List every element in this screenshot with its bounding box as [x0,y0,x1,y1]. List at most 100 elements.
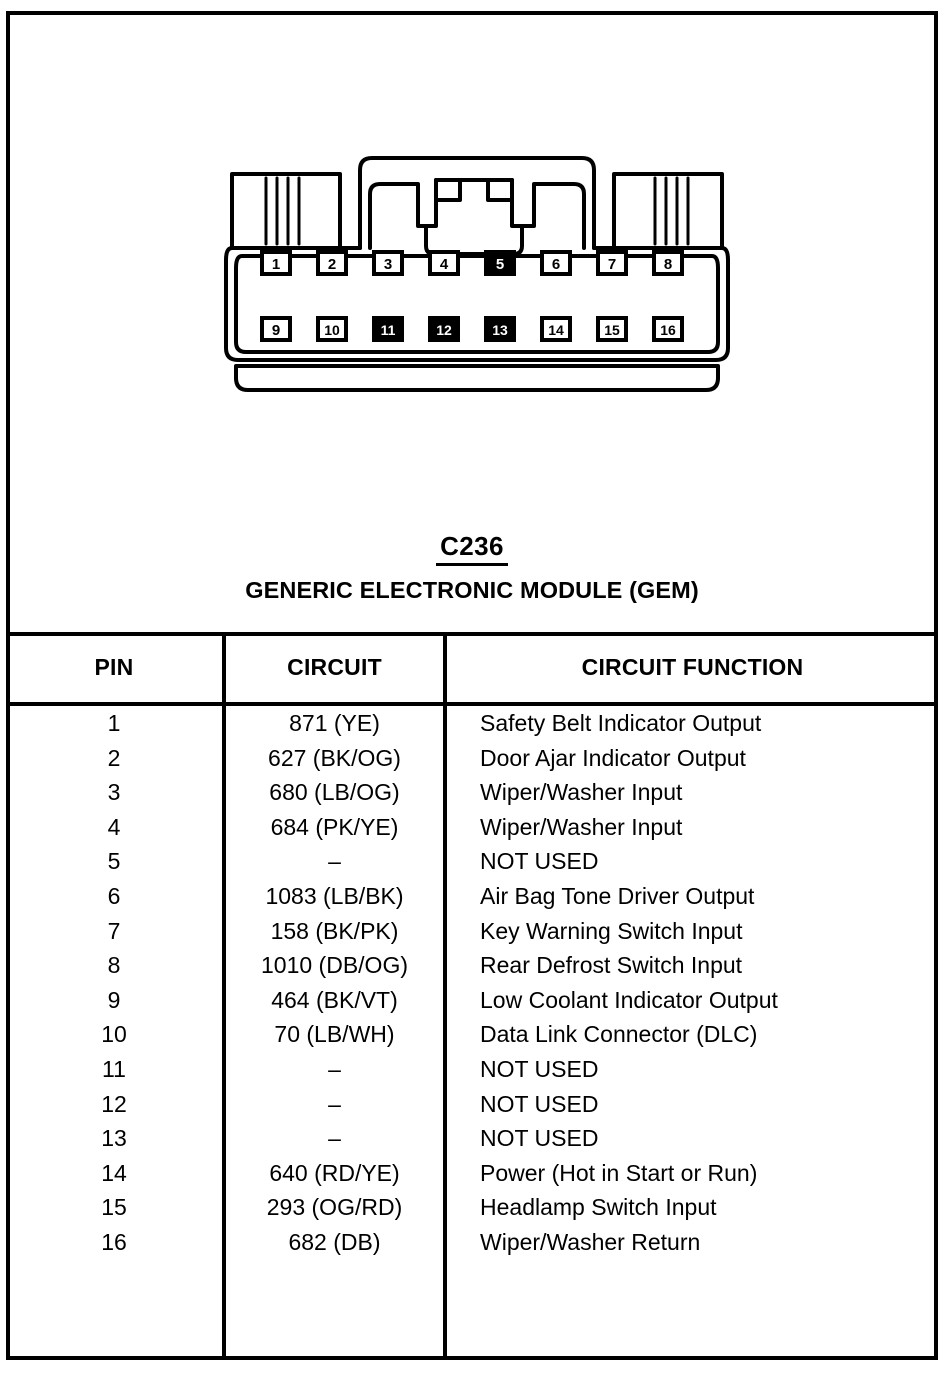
table-header-rule [6,702,938,706]
cell-circuit-function: Wiper/Washer Input [480,813,683,840]
pin-cavity-14[interactable]: 14 [540,316,572,342]
cell-circuit-code: – [328,848,341,875]
latch-key-left [434,178,462,202]
cell-circuit-code: – [328,1055,341,1082]
cell-pin-number: 10 [101,1021,127,1048]
pin-cavity-8[interactable]: 8 [652,250,684,276]
pin-number-label: 6 [552,256,560,273]
table-column-rule-1 [222,632,226,1360]
connector-base-plate [234,364,720,392]
cell-pin-number: 15 [101,1194,127,1221]
table-row: 13 – NOT USED [6,1121,938,1156]
column-header-circuit-function: CIRCUIT FUNCTION [581,654,804,680]
cell-circuit-code: 682 (DB) [288,1228,381,1255]
cell-circuit-function: Safety Belt Indicator Output [480,710,762,736]
cell-circuit-function: Low Coolant Indicator Output [480,986,778,1013]
table-row: 15 293 (OG/RD) Headlamp Switch Input [6,1190,938,1225]
pin-cavity-12[interactable]: 12 [428,316,460,342]
connector-illustration: 1 2 3 4 5 [222,152,732,400]
pin-cavity-2[interactable]: 2 [316,250,348,276]
table-row: 10 70 (LB/WH) Data Link Connector (DLC) [6,1017,938,1052]
cell-pin-number: 16 [101,1228,127,1255]
pin-cavity-7[interactable]: 7 [596,250,628,276]
connector-drawing: 1 2 3 4 5 [224,156,730,392]
pin-cavity-11[interactable]: 11 [372,316,404,342]
cell-pin-number: 13 [101,1125,127,1152]
pin-number-label: 5 [496,256,504,273]
pin-number-label: 9 [272,322,280,339]
pin-cavity-1[interactable]: 1 [260,250,292,276]
pin-number-label: 15 [604,322,620,338]
pin-cavity-4[interactable]: 4 [428,250,460,276]
cell-circuit-function: Wiper/Washer Return [480,1228,701,1255]
cell-circuit-function: NOT USED [480,1090,599,1117]
module-name-label: GENERIC ELECTRONIC MODULE (GEM) [245,577,699,603]
left-tab-outline [230,172,342,250]
latch-key-right [486,178,514,202]
cell-circuit-function: Headlamp Switch Input [480,1194,717,1221]
pin-cavity-3[interactable]: 3 [372,250,404,276]
cell-circuit-code: 871 (YE) [289,710,380,736]
right-tab-outline [612,172,724,250]
table-row: 14 640 (RD/YE) Power (Hot in Start or Run) [6,1156,938,1191]
table-row: 1 871 (YE) Safety Belt Indicator Output [6,706,938,741]
cell-circuit-function: Power (Hot in Start or Run) [480,1159,758,1186]
pin-row-bottom: 9 10 11 12 13 [260,316,684,342]
table-row: 12–NOT USED [6,1087,938,1122]
latch-inner-profile [368,178,586,250]
cell-pin-number: 3 [107,779,121,806]
pin-number-label: 14 [548,322,564,338]
cell-circuit-function: Door Ajar Indicator Output [480,744,746,771]
cell-pin-number: 6 [107,882,121,909]
cell-pin-number: 7 [107,917,121,944]
cell-circuit-code: 680 (LB/OG) [269,779,400,806]
cell-pin-number: 1 [107,710,121,736]
cell-circuit-function: Data Link Connector (DLC) [480,1021,758,1048]
pin-cavity-6[interactable]: 6 [540,250,572,276]
table-column-rule-2 [443,632,447,1360]
pin-number-label: 13 [492,322,508,338]
cell-circuit-function: NOT USED [480,1055,599,1082]
connector-id-label: C236 [436,531,508,566]
cell-circuit-code: 70 (LB/WH) [274,1021,395,1048]
cell-pin-number: 5 [107,848,121,875]
pin-number-label: 8 [664,256,672,273]
pin-cavity-5[interactable]: 5 [484,250,516,276]
pin-cavity-10[interactable]: 10 [316,316,348,342]
cell-circuit-code: 1010 (DB/OG) [261,952,408,979]
cell-circuit-code: 293 (OG/RD) [266,1194,403,1221]
pin-cavity-13[interactable]: 13 [484,316,516,342]
cell-circuit-code: 640 (RD/YE) [269,1159,400,1186]
connector-body-inner [234,254,720,354]
cell-pin-number: 4 [107,813,121,840]
cell-circuit-code: 158 (BK/PK) [270,917,399,944]
cell-circuit-function: NOT USED [480,1125,599,1152]
table-row: 5–NOT USED [6,844,938,879]
pin-number-label: 4 [440,256,449,273]
connector-body-outer [224,246,730,362]
pin-cavity-9[interactable]: 9 [260,316,292,342]
cell-pin-number: 14 [101,1159,127,1186]
pin-row-top: 1 2 3 4 5 [260,250,684,276]
cell-circuit-function: Rear Defrost Switch Input [480,952,743,979]
cell-circuit-code: 1083 (LB/BK) [265,882,404,909]
cell-circuit-code: – [328,1125,341,1152]
pin-number-label: 16 [660,322,676,338]
pin-number-label: 10 [324,322,340,338]
cell-circuit-function: Key Warning Switch Input [480,917,743,944]
pin-cavity-16[interactable]: 16 [652,316,684,342]
pin-cavity-15[interactable]: 15 [596,316,628,342]
page-border [6,11,938,1360]
column-header-circuit: CIRCUIT [287,654,382,680]
table-top-rule [6,632,938,636]
cell-pin-number: 11 [102,1055,126,1082]
left-tab-ribbing [264,176,301,246]
latch-outer-shell [358,156,596,250]
pin-number-label: 11 [381,322,396,338]
